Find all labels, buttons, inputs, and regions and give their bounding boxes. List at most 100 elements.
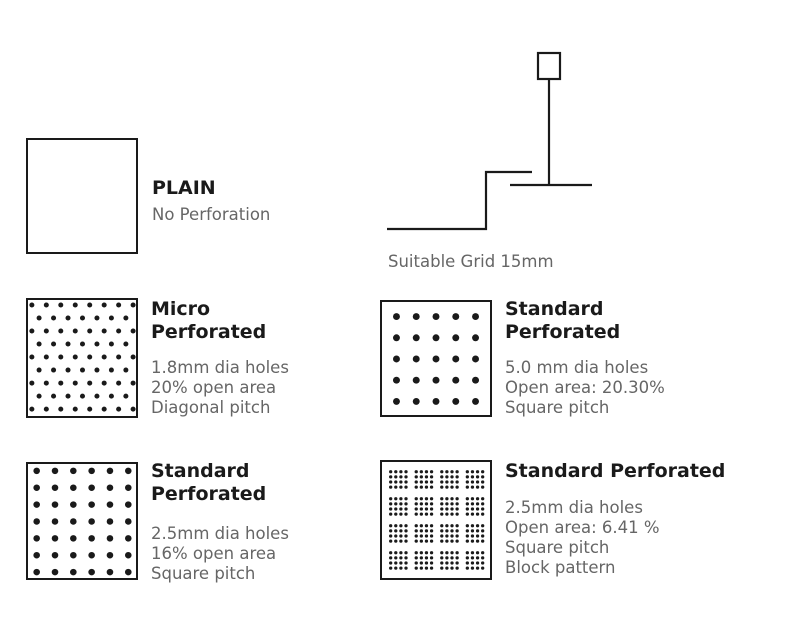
perforation-hole: [475, 485, 480, 489]
perforation-hole: [412, 313, 420, 321]
perforation-hole: [475, 561, 480, 565]
perforation-hole: [465, 502, 469, 506]
perforation-hole: [470, 470, 475, 474]
perforation-hole: [33, 551, 40, 559]
perforation-hole: [455, 470, 459, 474]
micro-hole-pattern: [29, 302, 136, 412]
perforation-hole: [399, 524, 403, 528]
perforation-hole: [108, 341, 114, 347]
perforation-hole: [399, 470, 403, 474]
perforation-hole: [404, 502, 408, 506]
perforation-hole: [404, 539, 408, 543]
standard-block-spec-line-3: Square pitch: [505, 538, 610, 557]
perforation-hole: [70, 518, 77, 525]
perforation-hole: [432, 397, 440, 405]
perforation-hole: [106, 518, 114, 525]
perforation-hole: [414, 512, 418, 516]
perforation-hole: [424, 551, 429, 555]
perforation-hole: [424, 512, 429, 516]
perforation-hole: [419, 502, 423, 506]
standard-2-5mm-title-line-2: Perforated: [151, 483, 267, 505]
perforation-hole: [414, 470, 418, 474]
perforation-hole: [465, 534, 469, 538]
perforation-hole: [465, 497, 469, 501]
perforation-hole: [419, 485, 423, 489]
perforation-hole: [394, 524, 398, 528]
perforation-hole: [51, 367, 57, 373]
perforation-hole: [123, 393, 129, 399]
perforation-hole: [429, 529, 434, 533]
perforation-hole: [424, 529, 429, 533]
perforation-hole: [389, 534, 393, 538]
perforation-hole: [419, 470, 423, 474]
perforation-hole: [450, 556, 454, 560]
perforation-hole: [445, 561, 449, 565]
perforation-hole: [470, 566, 475, 570]
perforation-hole: [72, 380, 78, 386]
perforation-hole: [414, 502, 418, 506]
perforation-hole: [450, 470, 454, 474]
perforation-hole: [470, 524, 475, 528]
perforation-hole: [399, 502, 403, 506]
perforation-hole: [58, 380, 64, 386]
perforation-hole: [470, 480, 475, 484]
perforation-hole: [481, 470, 485, 474]
perforation-hole: [475, 512, 480, 516]
perforation-hole: [445, 470, 449, 474]
perforation-hole: [465, 529, 469, 533]
perforation-hole: [465, 539, 469, 543]
perforation-hole: [65, 393, 71, 399]
perforation-hole: [88, 484, 95, 492]
perforation-hole: [450, 480, 454, 484]
perforation-hole: [79, 393, 85, 399]
perforation-hole: [72, 406, 78, 412]
perforation-hole: [399, 497, 403, 501]
perforation-hole: [65, 367, 71, 373]
perforation-hole: [389, 566, 393, 570]
perforation-hole: [399, 475, 403, 479]
perforation-hole: [414, 566, 418, 570]
perforation-hole: [475, 502, 480, 506]
perforation-hole: [389, 524, 393, 528]
perforation-hole: [414, 529, 418, 533]
grid-hanger-block: [536, 51, 562, 81]
perforation-hole: [465, 566, 469, 570]
standard-5mm-spec-line-3: Square pitch: [505, 398, 610, 417]
perforation-hole: [392, 334, 400, 342]
perforation-hole: [440, 551, 444, 555]
perforation-hole: [445, 529, 449, 533]
perforation-hole: [33, 518, 40, 525]
perforation-hole: [424, 475, 429, 479]
perforation-hole: [125, 535, 132, 542]
standard-block-title: Standard Perforated: [505, 460, 726, 482]
perforation-hole: [404, 534, 408, 538]
perforation-hole: [419, 529, 423, 533]
perforation-hole: [419, 512, 423, 516]
perforation-hole: [465, 512, 469, 516]
perforation-hole: [424, 524, 429, 528]
perforation-hole: [404, 470, 408, 474]
perforation-hole: [432, 355, 440, 363]
perforation-hole: [455, 551, 459, 555]
perforation-hole: [470, 556, 475, 560]
perforation-hole: [125, 518, 132, 525]
standard-5mm-spec-line-1: 5.0 mm dia holes: [505, 358, 649, 377]
perforation-hole: [101, 380, 107, 386]
perforation-hole: [455, 539, 459, 543]
perforation-hole: [43, 328, 49, 334]
standard-block-spec-line-4: Block pattern: [505, 558, 616, 577]
perforation-hole: [419, 566, 423, 570]
perforation-hole: [450, 497, 454, 501]
perforation-hole: [429, 502, 434, 506]
perforation-hole: [440, 556, 444, 560]
perforation-hole: [33, 535, 40, 542]
perforation-hole: [450, 507, 454, 511]
perforation-hole: [58, 354, 64, 360]
perforation-hole: [389, 512, 393, 516]
perforation-hole: [440, 529, 444, 533]
perforation-hole: [33, 568, 40, 576]
perforation-hole: [51, 501, 59, 508]
perforation-hole: [424, 470, 429, 474]
perforation-hole: [394, 512, 398, 516]
grid-caption: Suitable Grid 15mm: [388, 252, 554, 271]
